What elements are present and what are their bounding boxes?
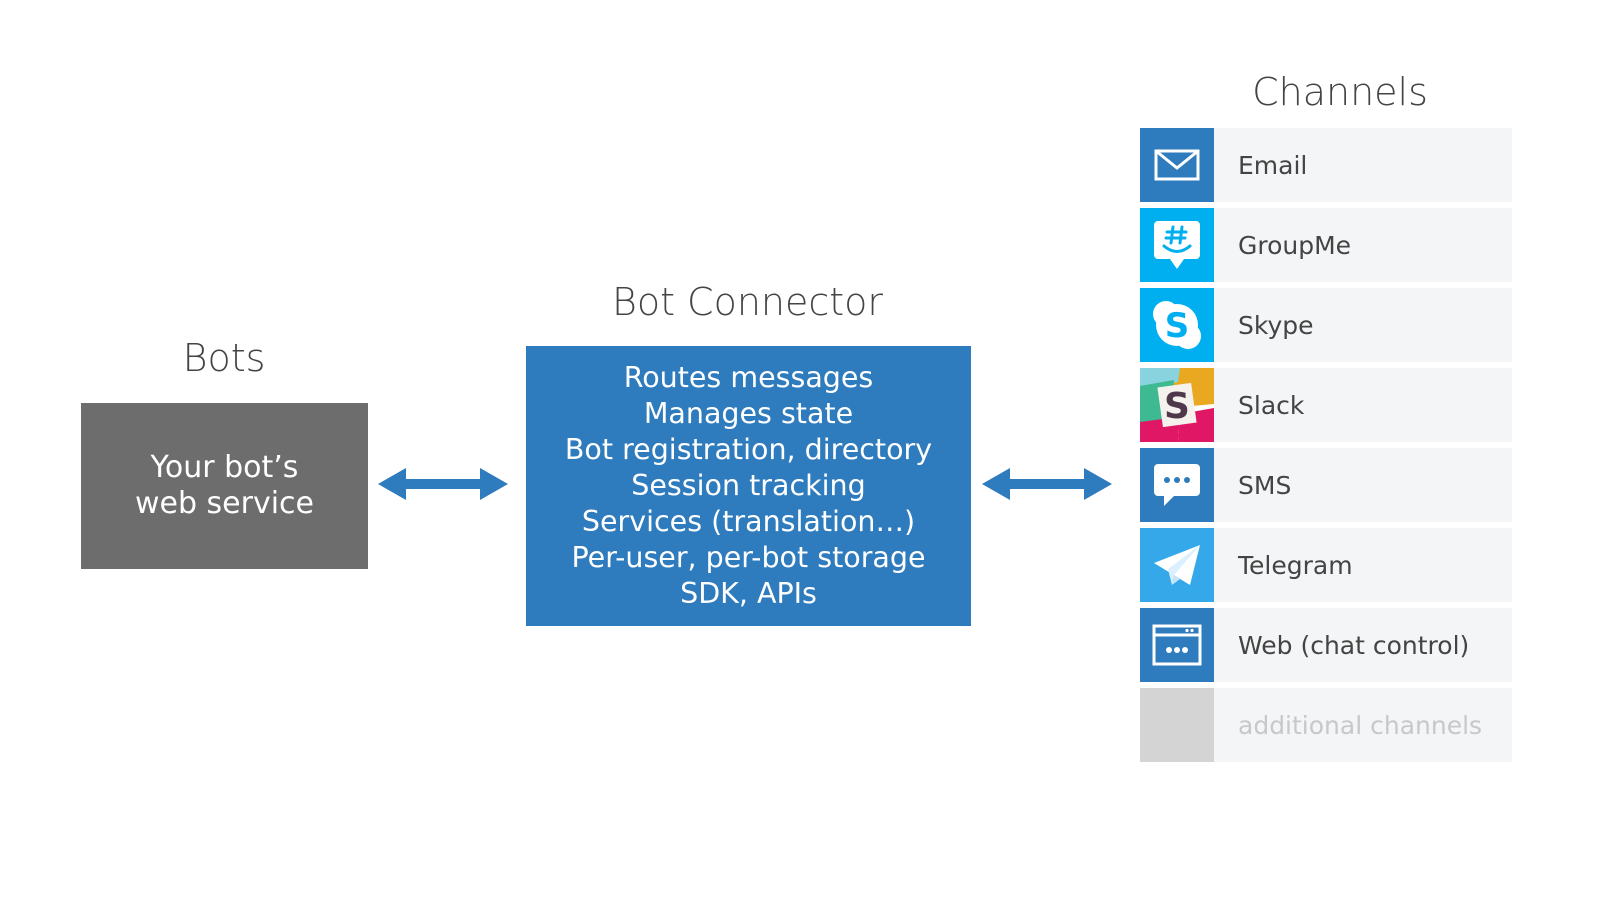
bot-connector-heading: Bot Connector (611, 280, 884, 324)
channel-label: Email (1214, 128, 1512, 202)
bot-box-line-2: web service (134, 486, 315, 521)
bots-heading: Bots (182, 336, 266, 380)
skype-icon: S (1140, 288, 1214, 362)
connector-feature: Bot registration, directory (564, 433, 933, 466)
channel-label: Skype (1214, 288, 1512, 362)
connector-feature: SDK, APIs (680, 577, 817, 610)
channel-additional: additional channels (1140, 688, 1512, 762)
channel-label: SMS (1214, 448, 1512, 522)
groupme-icon (1140, 208, 1214, 282)
telegram-icon (1140, 528, 1214, 602)
channel-label: Web (chat control) (1214, 608, 1512, 682)
sms-icon (1140, 448, 1214, 522)
channel-label: additional channels (1214, 688, 1512, 762)
bot-web-service-box: Your bot’s web service (81, 403, 368, 569)
bot-box-line-1: Your bot’s (150, 450, 299, 485)
channel-sms: SMS (1140, 448, 1512, 522)
connector-feature: Per-user, per-bot storage (571, 541, 926, 574)
bidirectional-arrow-left (378, 468, 508, 500)
channel-skype: S Skype (1140, 288, 1512, 362)
placeholder-icon (1140, 688, 1214, 762)
channel-slack: S Slack (1140, 368, 1512, 442)
bot-connector-box: Routes messages Manages state Bot regist… (526, 346, 971, 626)
connector-feature: Manages state (643, 397, 854, 430)
email-icon (1140, 128, 1214, 202)
web-chat-icon (1140, 608, 1214, 682)
slack-icon: S (1140, 368, 1214, 442)
channels-heading: Channels (1252, 70, 1428, 114)
channel-label: Telegram (1214, 528, 1512, 602)
channel-groupme: GroupMe (1140, 208, 1512, 282)
connector-feature: Services (translation…) (581, 505, 916, 538)
channel-web-chat: Web (chat control) (1140, 608, 1512, 682)
bidirectional-arrow-right (982, 468, 1112, 500)
connector-feature: Routes messages (623, 361, 874, 394)
connector-feature: Session tracking (631, 469, 866, 502)
channel-email: Email (1140, 128, 1512, 202)
svg-text:S: S (1164, 386, 1190, 427)
channel-label: Slack (1214, 368, 1512, 442)
channel-label: GroupMe (1214, 208, 1512, 282)
channel-telegram: Telegram (1140, 528, 1512, 602)
svg-text:S: S (1165, 306, 1190, 346)
channels-list: Email GroupMe S (1140, 128, 1512, 768)
